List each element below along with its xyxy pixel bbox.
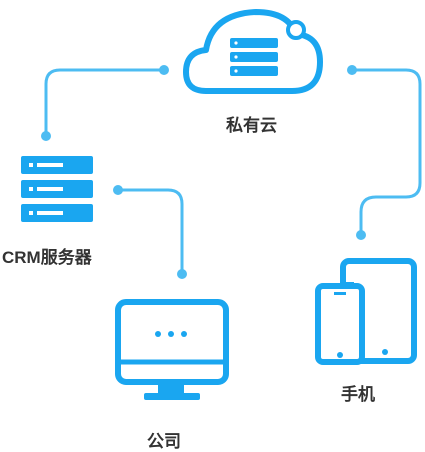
connector-cloud-to-crm (41, 65, 169, 141)
cloud-server-icon (183, 9, 323, 94)
connector-dot (41, 131, 51, 141)
connector-dot (113, 185, 123, 195)
connector-cloud-to-mobile (347, 65, 422, 240)
connector-dot (159, 65, 169, 75)
connector-dot (347, 65, 357, 75)
connector-crm-to-company (113, 185, 187, 279)
private-cloud-label: 私有云 (226, 116, 277, 135)
connector-dot (177, 269, 187, 279)
connector-dot (356, 230, 366, 240)
phone-tablet-icon (315, 258, 417, 365)
desktop-monitor-icon (115, 299, 229, 400)
company-label: 公司 (147, 432, 181, 451)
mobile-label: 手机 (341, 385, 375, 404)
server-rack-icon (21, 156, 93, 222)
crm-server-label: CRM服务器 (2, 248, 92, 267)
